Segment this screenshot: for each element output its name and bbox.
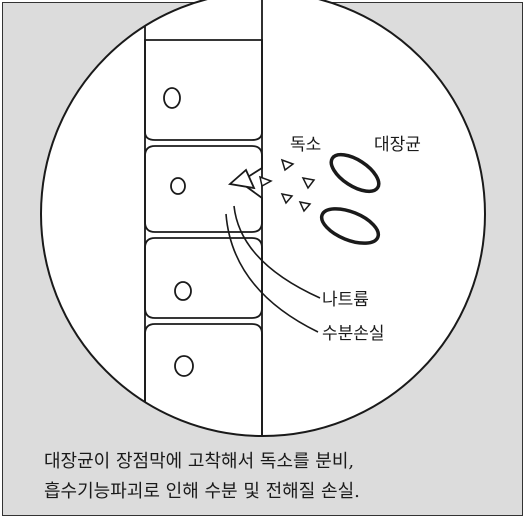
- epithelial-cell-infected: [144, 145, 263, 233]
- cell-nucleus: [174, 281, 192, 301]
- toxin-label: 독소: [290, 135, 321, 155]
- attachment-notch: [227, 168, 256, 190]
- epithelial-cell: [144, 237, 263, 319]
- epithelial-cell: [144, 323, 263, 436]
- caption-line-1: 대장균이 장점막에 고착해서 독소를 분비,: [44, 451, 355, 472]
- cell-nucleus: [174, 355, 194, 377]
- toxin-triangle: [280, 158, 295, 172]
- water-loss-label: 수분손실: [322, 324, 385, 344]
- cell-nucleus: [163, 87, 181, 109]
- epithelial-cell: [144, 39, 263, 141]
- cell-nucleus: [170, 177, 186, 195]
- ecoli-bacteria: [319, 152, 381, 245]
- toxin-triangle: [298, 200, 312, 213]
- ecoli-cell: [319, 207, 381, 245]
- magnification-circle: [40, 0, 486, 437]
- sodium-label: 나트륨: [322, 290, 369, 310]
- toxins: [258, 158, 316, 213]
- toxin-triangle: [258, 175, 273, 188]
- figure-caption: 대장균이 장점막에 고착해서 독소를 분비, 흡수기능파괴로 인해 수분 및 전…: [44, 447, 514, 507]
- caption-line-2: 흡수기능파괴로 인해 수분 및 전해질 손실.: [44, 481, 360, 502]
- loss-arrows: [225, 205, 321, 333]
- ecoli-label: 대장균: [374, 135, 421, 155]
- toxin-triangle: [280, 192, 294, 205]
- sodium-loss-curve: [233, 205, 321, 299]
- intestinal-wall: [144, 0, 263, 436]
- ecoli-cell: [329, 152, 381, 194]
- toxin-triangle: [301, 176, 316, 190]
- water-loss-curve: [225, 213, 319, 333]
